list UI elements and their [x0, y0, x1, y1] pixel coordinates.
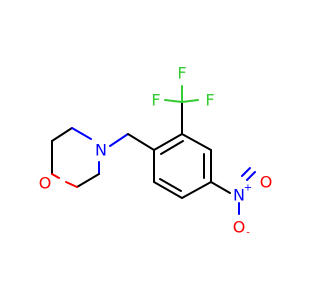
charge-label-n-plus: + — [244, 183, 252, 194]
bond — [160, 140, 184, 155]
benzene-ring — [153, 133, 212, 199]
bond — [71, 127, 92, 140]
bond — [210, 181, 231, 194]
atom-label-f-left: F — [151, 91, 160, 110]
molecule-structure: O N F F F N + O O - — [39, 64, 273, 239]
bond — [181, 99, 199, 103]
bond — [153, 181, 183, 199]
bond — [76, 173, 100, 188]
bond — [159, 178, 182, 192]
bond — [109, 133, 129, 147]
morpholine-ring — [51, 127, 100, 188]
bond — [51, 127, 73, 142]
atom-label-o-nitro-bottom: O — [233, 218, 246, 237]
bond — [241, 167, 251, 177]
charge-label-o-minus: - — [246, 228, 250, 239]
bond — [246, 171, 256, 181]
bond — [181, 181, 212, 199]
bond — [153, 133, 183, 151]
atom-label-o-ring: O — [39, 174, 52, 193]
atom-label-f-top: F — [177, 64, 186, 83]
bond — [164, 99, 183, 103]
bond — [51, 173, 60, 179]
atom-label-o-nitro-top: O — [260, 173, 273, 192]
bond — [127, 133, 155, 151]
bond — [65, 181, 78, 188]
bond — [181, 133, 212, 151]
atom-label-n-nitro: N — [233, 186, 245, 205]
atom-label-n-ring: N — [95, 141, 107, 160]
atom-label-f-right: F — [205, 91, 214, 110]
